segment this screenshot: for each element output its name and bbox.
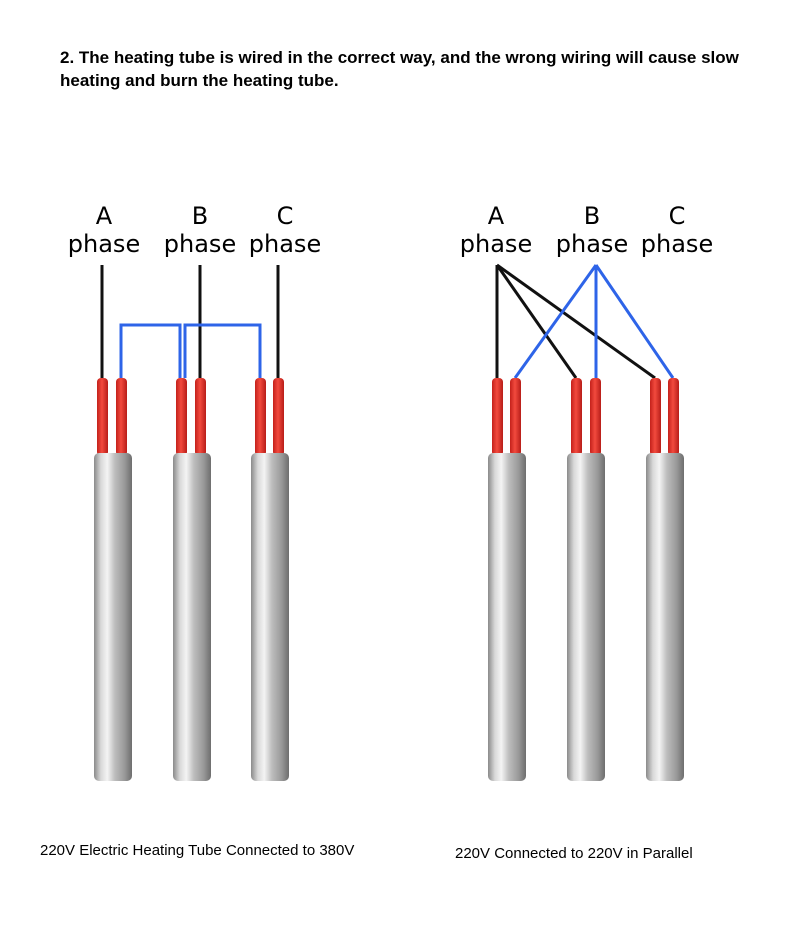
left-heating-tube-3	[251, 378, 289, 781]
left-phase-c-letter: C	[276, 202, 294, 230]
right-phase-a-word: phase	[459, 230, 533, 258]
left-heating-tube-1	[94, 378, 132, 781]
right-phase-a-letter: A	[487, 202, 505, 230]
right-phase-c-label: C phase	[632, 202, 722, 258]
left-bridge-wire-1	[119, 323, 182, 378]
left-phase-b-letter: B	[191, 202, 209, 230]
right-caption: 220V Connected to 220V in Parallel	[455, 845, 693, 862]
left-phase-b-label: B phase	[155, 202, 245, 258]
left-caption: 220V Electric Heating Tube Connected to …	[40, 842, 355, 859]
right-phase-b-word: phase	[555, 230, 629, 258]
right-heating-tube-3	[646, 378, 684, 781]
right-heating-tube-1	[488, 378, 526, 781]
right-heating-tube-2	[567, 378, 605, 781]
right-phase-b-wire-3	[594, 264, 675, 379]
right-phase-c-letter: C	[668, 202, 686, 230]
right-phase-b-wire-1	[513, 264, 598, 379]
right-wires	[495, 263, 675, 380]
left-bridge-wire-2	[183, 323, 262, 378]
left-phase-c-word: phase	[248, 230, 322, 258]
right-phase-a-wire-2	[495, 264, 578, 379]
right-phase-b-label: B phase	[547, 202, 637, 258]
left-heating-tube-2	[173, 378, 211, 781]
right-phase-a-label: A phase	[451, 202, 541, 258]
right-phase-c-word: phase	[640, 230, 714, 258]
left-phase-a-label: A phase	[59, 202, 149, 258]
left-wires	[100, 265, 280, 378]
left-phase-a-word: phase	[67, 230, 141, 258]
left-phase-a-letter: A	[95, 202, 113, 230]
right-phase-a-wire-3	[496, 263, 656, 380]
intro-text: 2. The heating tube is wired in the corr…	[60, 48, 739, 90]
left-phase-c-label: C phase	[240, 202, 330, 258]
left-phase-b-word: phase	[163, 230, 237, 258]
right-phase-b-letter: B	[583, 202, 601, 230]
